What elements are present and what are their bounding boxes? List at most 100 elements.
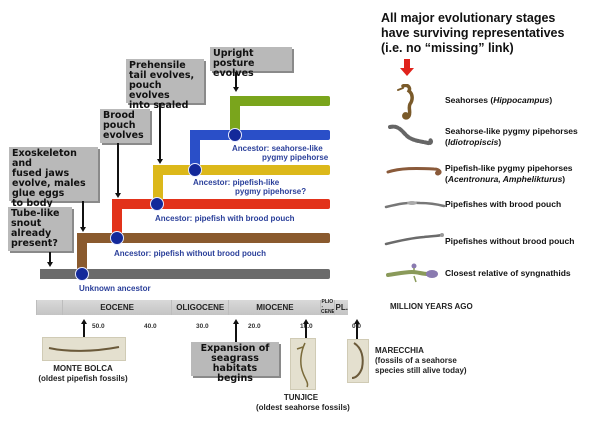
pygmy-pipehorse-seahorse-like-icon bbox=[388, 124, 434, 146]
ancestor-text: pygmy pipehorse? bbox=[235, 187, 307, 196]
node-pipefish-like-ancestor bbox=[188, 163, 202, 177]
callout-brood-pouch: Brood pouch evolves bbox=[100, 109, 150, 143]
arrow-brood bbox=[117, 143, 119, 193]
fossil-desc: species still alive today) bbox=[375, 366, 467, 375]
branch-seahorse-like-stem bbox=[190, 130, 200, 170]
arrow-head-icon bbox=[233, 87, 239, 92]
time-tick-label: 30.0 bbox=[196, 323, 209, 330]
pipefish-with-brood-pouch-icon bbox=[384, 201, 446, 209]
label-unknown-ancestor: Unknown ancestor bbox=[79, 284, 151, 293]
fossil-desc: (oldest seahorse fossils) bbox=[256, 403, 350, 412]
callout-text: pouch bbox=[103, 120, 136, 131]
arrow-head-up-icon bbox=[81, 319, 87, 324]
pipefish-without-brood-pouch-icon bbox=[384, 233, 444, 246]
callout-prehensile-tail: Prehensile tail evolves, pouch evolves i… bbox=[126, 59, 204, 121]
callout-tube-snout: Tube-like snout already present? bbox=[8, 207, 72, 251]
arrow-upright bbox=[235, 72, 237, 87]
arrow-seagrass bbox=[235, 323, 237, 343]
label-ancestor-pipefish-like: Ancestor: pipefish-like pygmy pipehorse? bbox=[193, 178, 306, 196]
branch-pipefish-like-pygmy bbox=[153, 165, 330, 175]
arrow-head-up-icon bbox=[354, 319, 360, 324]
arrow-prehensile bbox=[159, 103, 161, 159]
node-nobrood-ancestor bbox=[110, 231, 124, 245]
epoch-blank bbox=[36, 300, 62, 315]
epoch-eocene: EOCENE bbox=[62, 300, 171, 315]
callout-text: evolves bbox=[213, 68, 254, 79]
headline-line-1: All major evolutionary stages bbox=[381, 11, 556, 25]
callout-text: pouch evolves bbox=[129, 80, 170, 101]
taxon-paren: ( bbox=[445, 137, 448, 147]
taxon-paren: ( bbox=[445, 174, 448, 184]
callout-text: glue eggs bbox=[12, 188, 65, 199]
branch-nobrood-stem bbox=[77, 233, 87, 275]
callout-text: Tube-like bbox=[11, 208, 60, 219]
arrow-snout bbox=[49, 252, 51, 262]
arrow-monte-bolca bbox=[83, 323, 85, 337]
fossil-tunjice-label: TUNJICE (oldest seahorse fossils) bbox=[256, 393, 350, 413]
callout-text: snout bbox=[11, 218, 42, 229]
callout-seagrass: Expansion of seagrass habitats begins bbox=[191, 342, 279, 384]
callout-text: present? bbox=[11, 238, 58, 249]
taxon-name: Pipefish-like pygmy pipehorses bbox=[445, 163, 573, 173]
taxon-name: Seahorses ( bbox=[445, 95, 494, 105]
node-unknown-ancestor bbox=[75, 267, 89, 281]
fossil-marecchia-image bbox=[347, 339, 369, 383]
taxon-seahorses: Seahorses (Hippocampus) bbox=[445, 95, 552, 106]
label-ancestor-without-brood: Ancestor: pipefish without brood pouch bbox=[114, 249, 266, 258]
callout-text: Expansion of bbox=[200, 343, 270, 354]
callout-text: tail evolves, bbox=[129, 70, 195, 81]
branch-seahorse-stem bbox=[230, 96, 240, 136]
callout-upright-posture: Upright posture evolves bbox=[210, 47, 292, 79]
taxon-pipefishes-without-brood-pouch: Pipefishes without brood pouch bbox=[445, 236, 575, 246]
taxon-pipefishes-with-brood-pouch: Pipefishes with brood pouch bbox=[445, 199, 562, 209]
red-down-arrow-icon bbox=[404, 59, 410, 68]
fossil-desc: (oldest pipefish fossils) bbox=[38, 374, 128, 383]
taxon-genus: Hippocampus bbox=[493, 95, 550, 105]
arrow-marecchia bbox=[356, 323, 358, 339]
callout-text: Exoskeleton and bbox=[12, 148, 77, 169]
arrow-exoskeleton bbox=[82, 201, 84, 227]
taxon-paren: ) bbox=[562, 174, 566, 184]
taxon-suffix: ) bbox=[549, 95, 553, 105]
callout-text: Upright posture bbox=[213, 48, 255, 69]
fossil-monte-bolca-label: MONTE BOLCA (oldest pipefish fossils) bbox=[32, 364, 134, 384]
callout-text: to body bbox=[12, 198, 53, 209]
headline: All major evolutionary stages have survi… bbox=[381, 11, 564, 56]
taxon-seahorse-like-pygmy-pipehorses: Seahorse-like pygmy pipehorses (Idiotrop… bbox=[445, 126, 578, 148]
branch-pipefish-like-stem bbox=[153, 165, 163, 205]
time-tick-label: 50.0 bbox=[92, 323, 105, 330]
arrow-head-icon bbox=[157, 159, 163, 164]
branch-seahorse bbox=[230, 96, 330, 106]
timeline-unit-label: MILLION YEARS AGO bbox=[390, 302, 473, 311]
fossil-desc: (fossils of a seahorse bbox=[375, 356, 457, 365]
taxon-genus: Acentronura, Amphelikturus bbox=[447, 174, 563, 184]
arrow-tunjice bbox=[305, 323, 307, 339]
callout-text: fused jaws bbox=[12, 168, 70, 179]
callout-text: already bbox=[11, 228, 52, 239]
arrow-head-icon bbox=[115, 193, 121, 198]
seahorse-icon bbox=[397, 84, 414, 120]
pygmy-pipehorse-pipefish-like-icon bbox=[386, 166, 442, 176]
node-brood-ancestor bbox=[150, 197, 164, 211]
taxon-closest-relative: Closest relative of syngnathids bbox=[445, 268, 571, 278]
arrow-head-icon bbox=[80, 227, 86, 232]
epoch-pl: PL. bbox=[334, 300, 348, 315]
closest-relative-fish-icon bbox=[386, 263, 438, 283]
branch-brood-stem bbox=[112, 199, 122, 239]
callout-text: Brood bbox=[103, 110, 135, 121]
branch-pipefish-brood bbox=[112, 199, 330, 209]
branch-outgroup bbox=[40, 269, 330, 279]
epoch-oligocene: OLIGOCENE bbox=[171, 300, 228, 315]
branch-seahorse-like-pygmy bbox=[190, 130, 330, 140]
fossil-name: TUNJICE bbox=[283, 393, 319, 402]
headline-line-2: have surviving representatives bbox=[381, 26, 565, 40]
arrow-head-icon bbox=[47, 262, 53, 267]
headline-line-3: (i.e. no “missing” link) bbox=[381, 41, 514, 55]
fossil-name: MARECCHIA bbox=[375, 346, 424, 355]
taxon-pipefish-like-pygmy-pipehorses: Pipefish-like pygmy pipehorses (Acentron… bbox=[445, 163, 573, 185]
label-ancestor-seahorse-like: Ancestor: seahorse-like pygmy pipehorse bbox=[232, 144, 328, 162]
taxon-name: Seahorse-like pygmy pipehorses bbox=[445, 126, 578, 136]
ancestor-text: pygmy pipehorse bbox=[262, 153, 329, 162]
ancestor-text: Ancestor: seahorse-like bbox=[232, 144, 323, 153]
epoch-pliocene: PLIO -CENE bbox=[320, 299, 335, 315]
